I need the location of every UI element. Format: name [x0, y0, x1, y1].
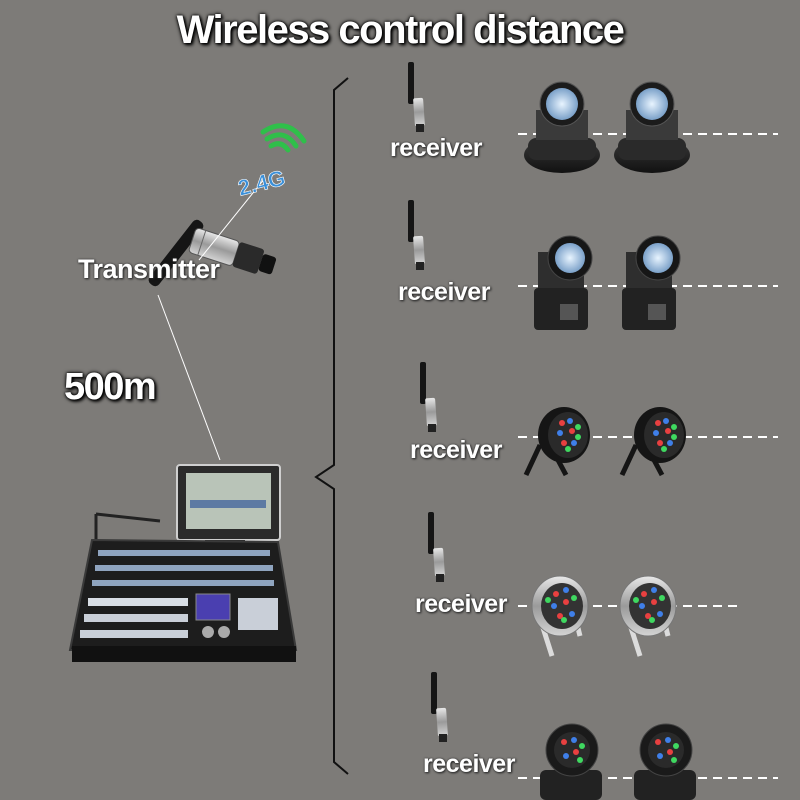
fixture-row-4-led-par-silver	[531, 575, 677, 657]
receiver-dongle-2	[408, 200, 425, 270]
receiver-label-2: receiver	[398, 278, 490, 306]
frequency-badge: 2.4G	[235, 165, 287, 201]
receiver-dongle-4	[428, 512, 445, 582]
console-leader	[157, 294, 221, 461]
receiver-dongle-5	[431, 672, 448, 742]
lighting-console	[68, 464, 298, 662]
fixture-row-2-moving-head-spot	[534, 235, 681, 330]
receiver-label-5: receiver	[423, 750, 515, 778]
receiver-dongle-3	[420, 362, 437, 432]
receiver-label-4: receiver	[415, 590, 507, 618]
fixture-row-1-moving-head-wash	[524, 81, 690, 173]
receiver-dongle-1	[408, 62, 425, 132]
page-title: Wireless control distance	[176, 8, 625, 52]
range-label: 500m	[64, 366, 157, 408]
bracket	[314, 77, 349, 775]
transmitter-leader	[198, 177, 266, 261]
receiver-label-3: receiver	[410, 436, 502, 464]
fixture-row-5-moving-head-beam	[540, 723, 696, 800]
transmitter-label: Transmitter	[78, 254, 220, 284]
receiver-label-1: receiver	[390, 134, 482, 162]
signal-arcs-icon	[260, 123, 307, 153]
fixture-row-3-led-par-black	[523, 407, 686, 477]
